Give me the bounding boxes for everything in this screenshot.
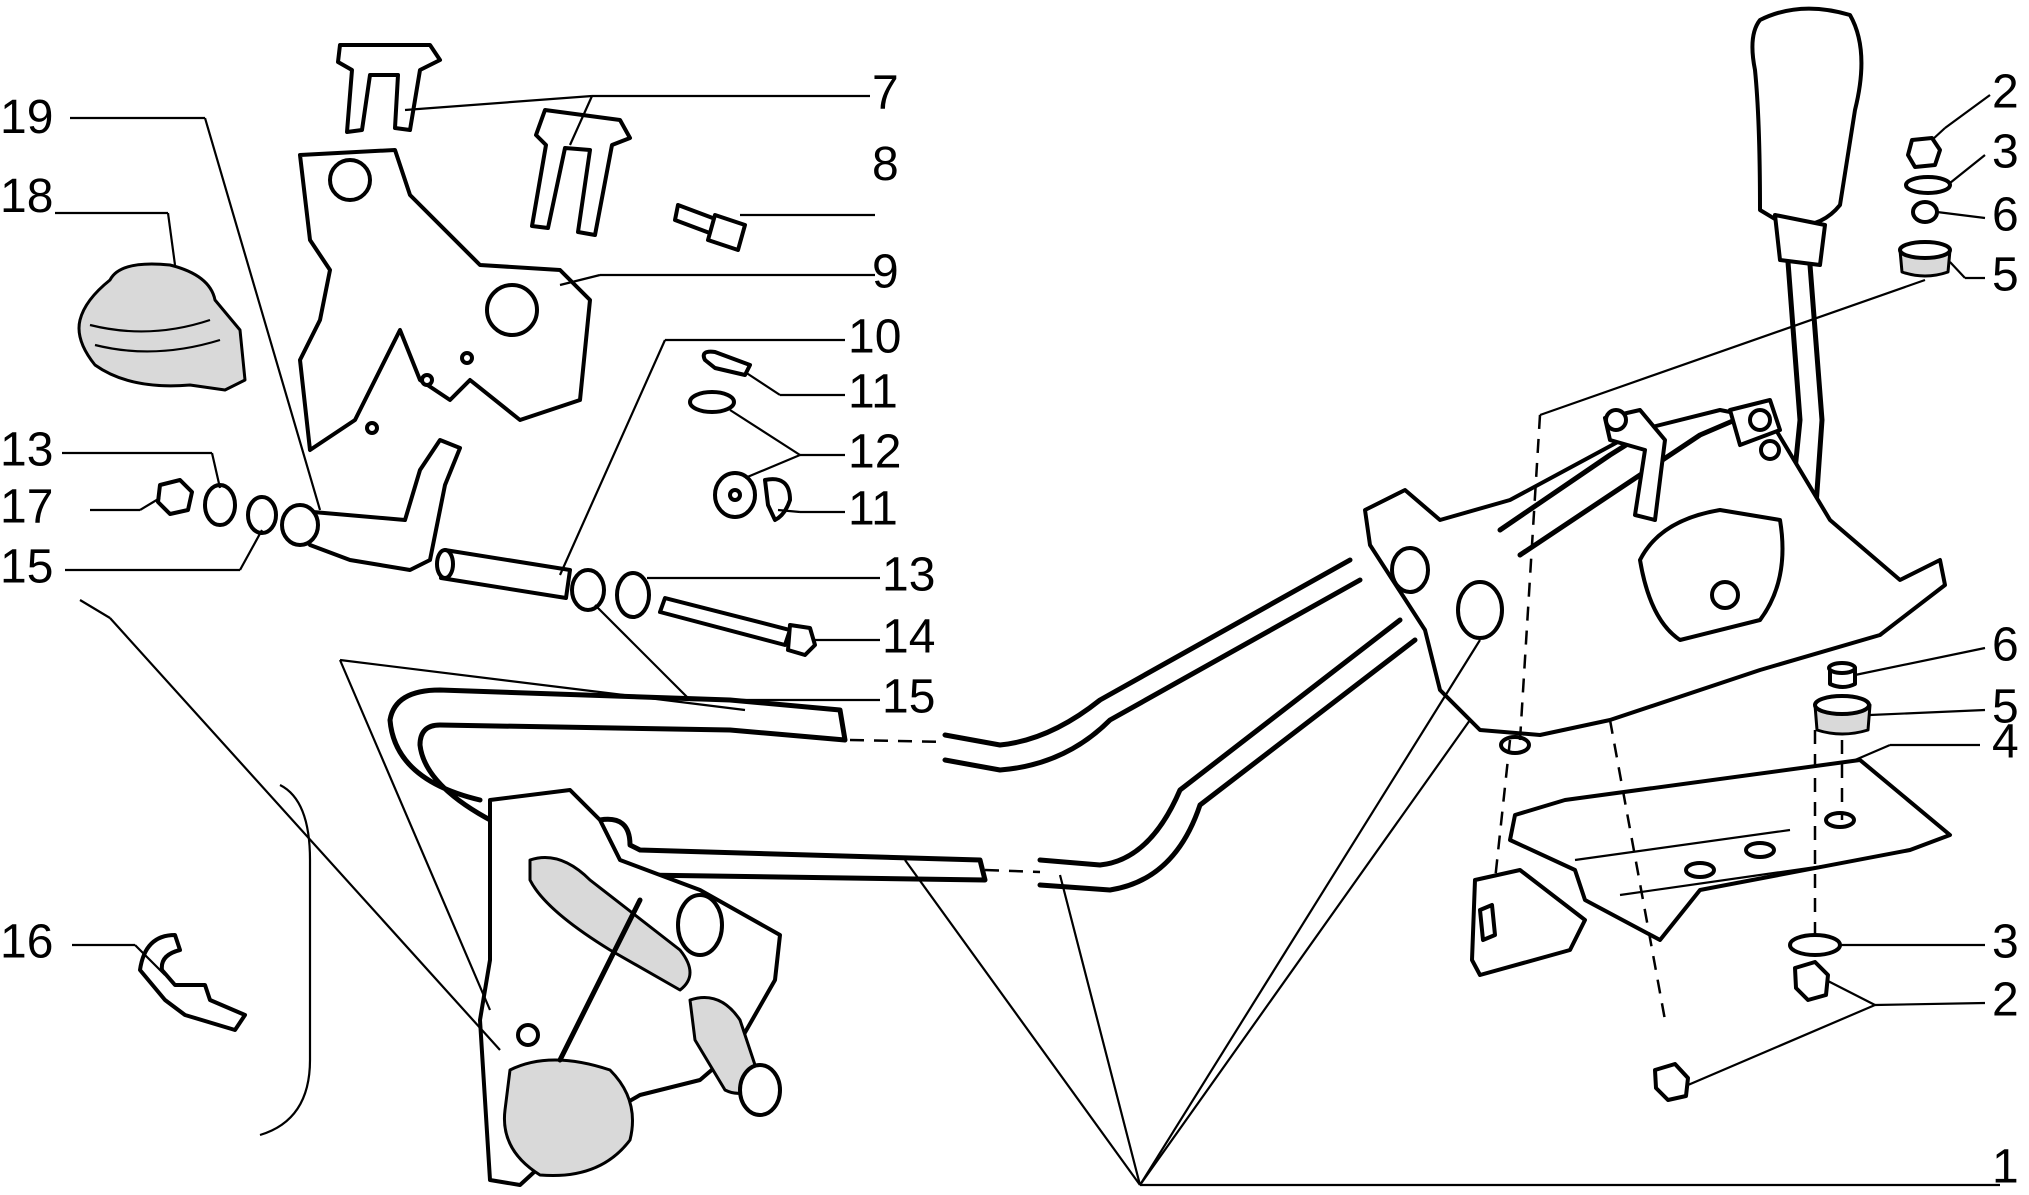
callout-12: 12: [848, 426, 901, 479]
part-12-washer-top: [688, 390, 736, 414]
part-11-clip-top: [701, 349, 752, 377]
callout-6b: 6: [1992, 619, 2019, 672]
part-18-boot: [77, 262, 247, 392]
callout-18: 18: [0, 170, 53, 223]
part-3-washer-top: [1904, 175, 1952, 195]
callout-6a: 6: [1992, 189, 2019, 242]
part-7-clips: [336, 43, 632, 237]
shifter-housing: [1363, 398, 1947, 755]
part-2-nut-bottom: [1793, 960, 1830, 1002]
callout-3b: 3: [1992, 916, 2019, 969]
part-15-bushing-left: [246, 495, 278, 535]
part-15-bushing-right: [570, 568, 606, 612]
callout-17: 17: [0, 481, 53, 534]
part-5-grommet-top: [1898, 240, 1952, 278]
part-14-bolt-long: [658, 596, 817, 657]
part-6-bushing-mid: [1827, 661, 1857, 689]
callout-2a: 2: [1992, 66, 2019, 119]
callout-8: 8: [872, 138, 899, 191]
callout-labels: 7 19 8 18 9 10 11 12 11 13 17 15 13 14 1…: [0, 66, 2019, 1194]
callout-10: 10: [848, 311, 901, 364]
callout-13b: 13: [882, 549, 935, 602]
assembly-dashed-lines: [1493, 719, 1844, 1021]
leader-lines: [55, 94, 2000, 1187]
part-19-lever: [280, 438, 462, 572]
gearshift-knob: [1750, 6, 1864, 267]
part-11-clip-bottom: [763, 477, 792, 522]
callout-16: 16: [0, 916, 53, 969]
part-17-nut-left: [156, 478, 194, 516]
bracket-curve-16: [259, 784, 312, 1137]
part-3-washer-bottom: [1788, 933, 1842, 957]
callout-19: 19: [0, 91, 53, 144]
part-12-washer-bottom: [713, 471, 757, 519]
callout-1: 1: [1992, 1141, 2019, 1190]
part-6-bushing-top: [1911, 200, 1939, 224]
callout-13a: 13: [0, 424, 53, 477]
part-9-bracket: [298, 148, 592, 452]
callout-11a: 11: [848, 366, 898, 419]
callout-3a: 3: [1992, 126, 2019, 179]
part-13-spring-left: [203, 483, 237, 527]
part-2-nut-top: [1906, 136, 1942, 169]
callout-15b: 15: [882, 671, 935, 724]
part-13-spring-right: [615, 571, 651, 619]
callout-5a: 5: [1992, 249, 2019, 302]
callout-2b: 2: [1992, 974, 2019, 1027]
callout-11b: 11: [848, 483, 898, 536]
callout-4: 4: [1992, 716, 2019, 769]
callout-5b: 5: [1992, 681, 2019, 734]
part-8-bolt: [673, 203, 747, 252]
part-2-nut-loose: [1653, 1062, 1690, 1102]
part-5-grommet-mid: [1813, 694, 1872, 736]
callout-15a: 15: [0, 541, 53, 594]
part-1-cable-assembly: [387, 557, 1418, 1187]
part-10-pin: [435, 548, 572, 600]
callout-9: 9: [872, 246, 899, 299]
callout-14: 14: [882, 611, 935, 664]
part-4-plate: [1470, 758, 1952, 977]
part-16-clamp: [138, 933, 247, 1032]
callout-7: 7: [872, 67, 899, 120]
